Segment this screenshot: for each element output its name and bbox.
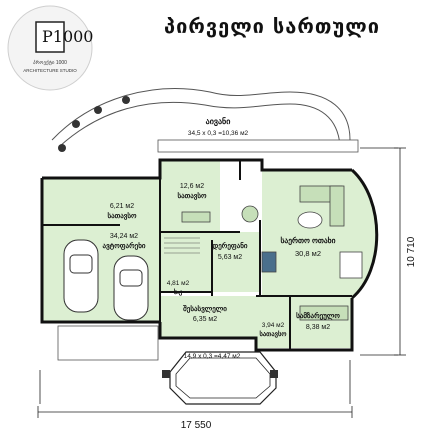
stairs bbox=[164, 237, 200, 254]
room-name: სათავსო bbox=[259, 330, 287, 338]
room-area: 34,5 x 0,3 =10,36 м2 bbox=[188, 130, 249, 137]
height-dimension: 10 710 bbox=[406, 236, 417, 267]
page-title: პირველი სართული bbox=[164, 14, 380, 38]
width-dimension: 17 550 bbox=[181, 420, 212, 431]
room-area: 14,9 x 0,3 =4,47 м2 bbox=[184, 353, 241, 360]
room-name: ს.კ bbox=[174, 288, 183, 296]
logo-line2: ARCHITECTURE STUDIO bbox=[23, 68, 77, 73]
room-area: 5,63 м2 bbox=[218, 254, 242, 261]
room-name: სამზარეულო bbox=[296, 311, 340, 320]
logo-line1: პროექტი 1000 bbox=[33, 59, 67, 66]
room-labels: აივანი 34,5 x 0,3 =10,36 м2 12,6 м2 სათა… bbox=[103, 117, 341, 360]
furniture bbox=[181, 185, 363, 321]
room-area: 12,6 м2 bbox=[180, 183, 204, 190]
room-area: 8,38 м2 bbox=[306, 324, 330, 331]
interior-walls bbox=[42, 160, 352, 350]
dimension-lines bbox=[37, 147, 406, 418]
logo-mark: P1000 bbox=[42, 27, 93, 46]
room-name: აივანი bbox=[206, 117, 231, 127]
room-area: 3,94 м2 bbox=[262, 322, 285, 329]
room-name: საერთო ოთახი bbox=[280, 236, 335, 246]
room-area: 6,35 м2 bbox=[193, 316, 217, 323]
studio-logo: P1000 პროექტი 1000 ARCHITECTURE STUDIO bbox=[6, 4, 94, 92]
room-name: სათავსო bbox=[177, 192, 207, 200]
room-area: 34,24 м2 bbox=[110, 233, 138, 240]
room-name: დერეფანი bbox=[212, 242, 247, 250]
room-fills bbox=[42, 160, 377, 348]
balcony-terrace bbox=[51, 88, 359, 153]
room-name: ავტოფარეხი bbox=[103, 242, 146, 250]
room-name: სათავსო bbox=[107, 212, 137, 220]
garage-cars bbox=[63, 239, 149, 321]
room-area: 4,81 м2 bbox=[167, 280, 190, 287]
room-name: შესასვლელი bbox=[183, 304, 227, 313]
room-area: 30,8 м2 bbox=[295, 249, 321, 258]
room-area: 6,21 м2 bbox=[110, 203, 134, 210]
dimension-labels: 17 550 10 710 bbox=[181, 236, 417, 431]
entrance-porch bbox=[57, 325, 278, 405]
